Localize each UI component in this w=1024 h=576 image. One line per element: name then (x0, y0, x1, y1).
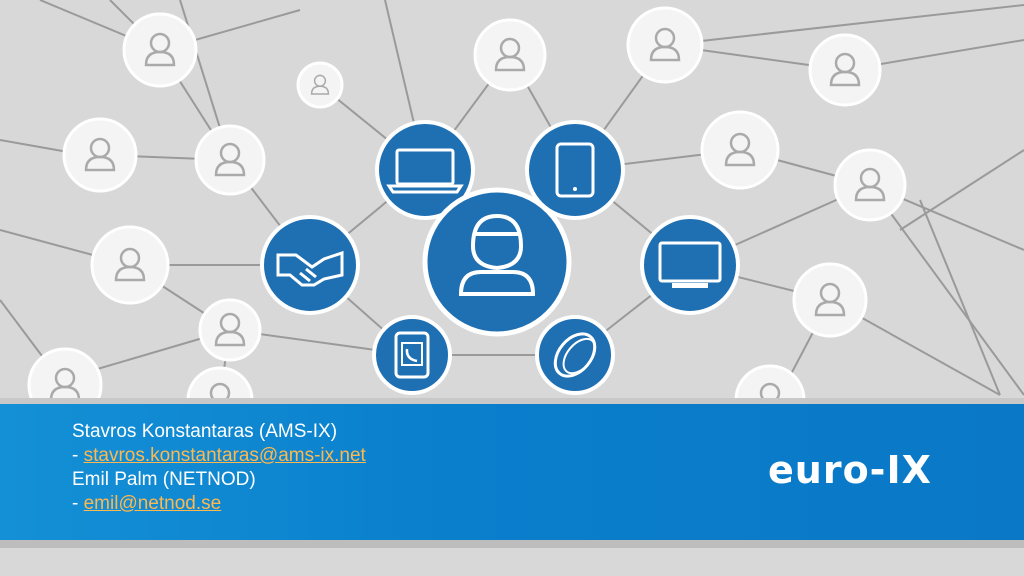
user-icon (122, 12, 198, 88)
user-icon (792, 262, 868, 338)
disc-icon (535, 315, 615, 395)
handshake-icon (260, 215, 360, 315)
contact-email-line-2: - emil@netnod.se (72, 492, 366, 516)
footer-shadow (0, 540, 1024, 548)
contact-person-1: Stavros Konstantaras (AMS-IX) (72, 421, 338, 442)
contact-email-line-1: - stavros.konstantaras@ams-ix.net (72, 444, 366, 468)
user-icon (473, 18, 547, 92)
central-user-node (422, 187, 572, 337)
dash: - (72, 445, 84, 466)
user-icon (198, 298, 262, 362)
user-icon (62, 117, 138, 193)
email-link-1[interactable]: stavros.konstantaras@ams-ix.net (83, 445, 366, 466)
contact-list: Stavros Konstantaras (AMS-IX) - stavros.… (72, 420, 366, 516)
user-icon (700, 110, 780, 190)
tablet-icon (525, 120, 625, 220)
user-icon (833, 148, 907, 222)
footer-banner (0, 398, 1024, 540)
dash: - (72, 493, 84, 514)
user-icon (626, 6, 704, 84)
email-link-2[interactable]: emil@netnod.se (83, 493, 222, 514)
user-icon (90, 225, 170, 305)
smartwatch-phone-icon (372, 315, 452, 395)
user-icon (458, 213, 536, 296)
laptop-icon (375, 120, 475, 220)
contact-person-2: Emil Palm (NETNOD) (72, 469, 256, 490)
euro-ix-logo: euro-IX (768, 448, 932, 492)
user-icon (808, 33, 882, 107)
user-icon (296, 61, 344, 109)
user-icon (194, 124, 266, 196)
peer-nodes (27, 6, 907, 436)
monitor-icon (640, 215, 740, 315)
